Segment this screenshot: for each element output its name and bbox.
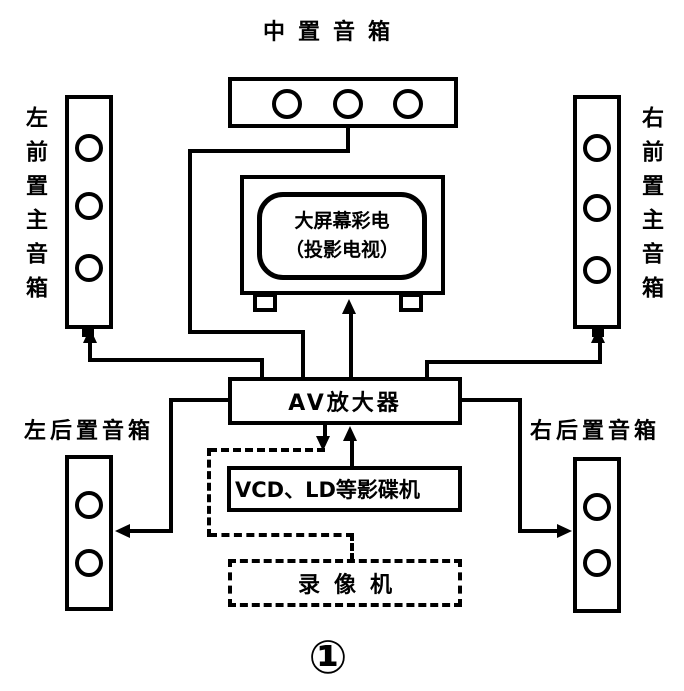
wire-center-speaker [188, 330, 305, 334]
dashed-connector [350, 533, 354, 561]
recorder-box: 录像机 [228, 559, 462, 607]
wire-rear-right [518, 398, 522, 533]
center-speaker-label: 中置音箱 [263, 20, 404, 45]
tv-screen: 大屏幕彩电 （投影电视） [257, 192, 427, 280]
tv-foot [253, 293, 277, 312]
speaker-driver-circle [75, 254, 103, 282]
tv-foot [399, 293, 423, 312]
rear-right-speaker-label: 右后置音箱 [530, 419, 661, 444]
wire-front-left [260, 358, 264, 379]
speaker-driver-circle [583, 134, 611, 162]
rear-left-speaker-label: 左后置音箱 [24, 419, 155, 444]
wire-front-left [88, 341, 92, 362]
wire-center-speaker [188, 149, 192, 334]
tv-label-line2: （投影电视） [284, 239, 399, 261]
speaker-driver-circle [75, 192, 103, 220]
wire-front-left [88, 358, 264, 362]
wire-rear-right [460, 398, 522, 402]
wire-center-speaker [188, 149, 350, 153]
tv-screen-text: 大屏幕彩电 （投影电视） [262, 197, 422, 275]
wire-center-speaker [346, 126, 350, 153]
wire-front-right [425, 360, 429, 379]
disc-player-box: VCD、LD等影碟机 [227, 466, 462, 512]
speaker-driver-circle [333, 89, 363, 119]
speaker-driver-circle [75, 134, 103, 162]
rear-left-speaker-box [65, 455, 113, 611]
speaker-driver-circle [75, 491, 103, 519]
arrowhead-left-icon [115, 524, 130, 538]
wire-center-speaker [301, 330, 305, 379]
dashed-connector [207, 448, 211, 537]
speaker-driver-circle [75, 549, 103, 577]
speaker-driver-circle [272, 89, 302, 119]
disc-player-label: VCD、LD等影碟机 [235, 478, 420, 502]
av-amplifier-box: AV放大器 [228, 377, 462, 425]
speaker-driver-circle [583, 256, 611, 284]
tv-label-line1: 大屏幕彩电 [294, 210, 390, 232]
rear-right-speaker-box [573, 457, 621, 613]
recorder-label: 录像机 [297, 573, 406, 598]
front-right-speaker-label: 右前置主音箱 [638, 106, 663, 310]
dashed-connector [209, 533, 354, 537]
wire-amp-to-recorder [323, 425, 327, 438]
speaker-driver-circle [583, 549, 611, 577]
arrowhead-right-icon [557, 524, 572, 538]
speaker-driver-circle [393, 89, 423, 119]
speaker-driver-circle [583, 194, 611, 222]
wire-disc-to-amp [350, 438, 354, 466]
wire-front-right [425, 360, 602, 364]
dashed-connector [209, 448, 325, 452]
arrowhead-up-icon [342, 299, 356, 314]
speaker-driver-circle [583, 493, 611, 521]
figure-number: ① [308, 630, 348, 684]
arrowhead-up-icon [343, 426, 357, 441]
arrowhead-up-icon [591, 328, 605, 343]
wire-rear-left [169, 398, 173, 533]
arrowhead-up-icon [83, 328, 97, 343]
wire-rear-left [129, 529, 173, 533]
wire-front-right [598, 341, 602, 364]
wire-rear-left [169, 398, 230, 402]
wire-tv [349, 312, 353, 379]
av-amplifier-label: AV放大器 [288, 391, 402, 416]
arrowhead-down-icon [316, 436, 330, 451]
front-left-speaker-label: 左前置主音箱 [22, 106, 47, 310]
wire-rear-right [518, 529, 560, 533]
